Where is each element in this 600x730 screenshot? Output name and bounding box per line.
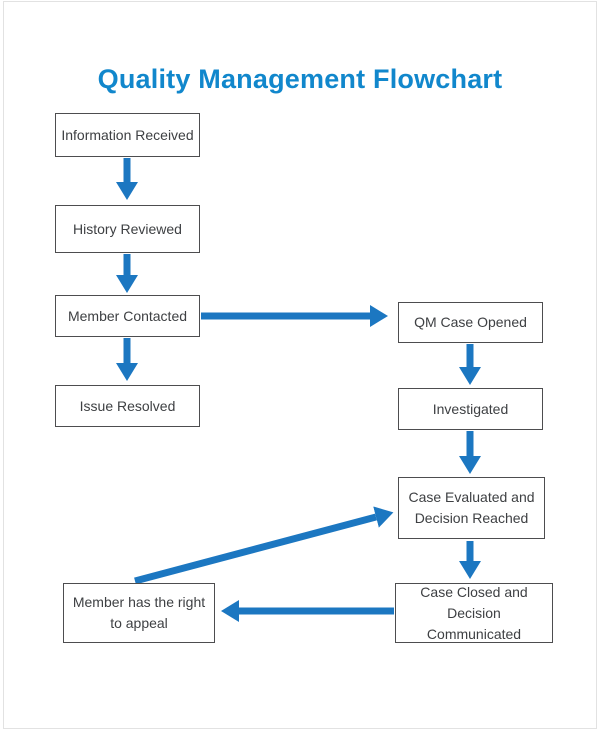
edge-appeal-to-evaluated: [134, 506, 394, 585]
node-investigated: Investigated: [398, 388, 543, 430]
node-member-contacted: Member Contacted: [55, 295, 200, 337]
node-information-received: Information Received: [55, 113, 200, 157]
node-history-reviewed: History Reviewed: [55, 205, 200, 253]
node-qm-case-opened: QM Case Opened: [398, 302, 543, 343]
node-member-appeal: Member has the right to appeal: [63, 583, 215, 643]
node-case-closed: Case Closed and Decision Communicated: [395, 583, 553, 643]
node-issue-resolved: Issue Resolved: [55, 385, 200, 427]
node-case-evaluated: Case Evaluated and Decision Reached: [398, 477, 545, 539]
page-title: Quality Management Flowchart: [97, 64, 503, 95]
